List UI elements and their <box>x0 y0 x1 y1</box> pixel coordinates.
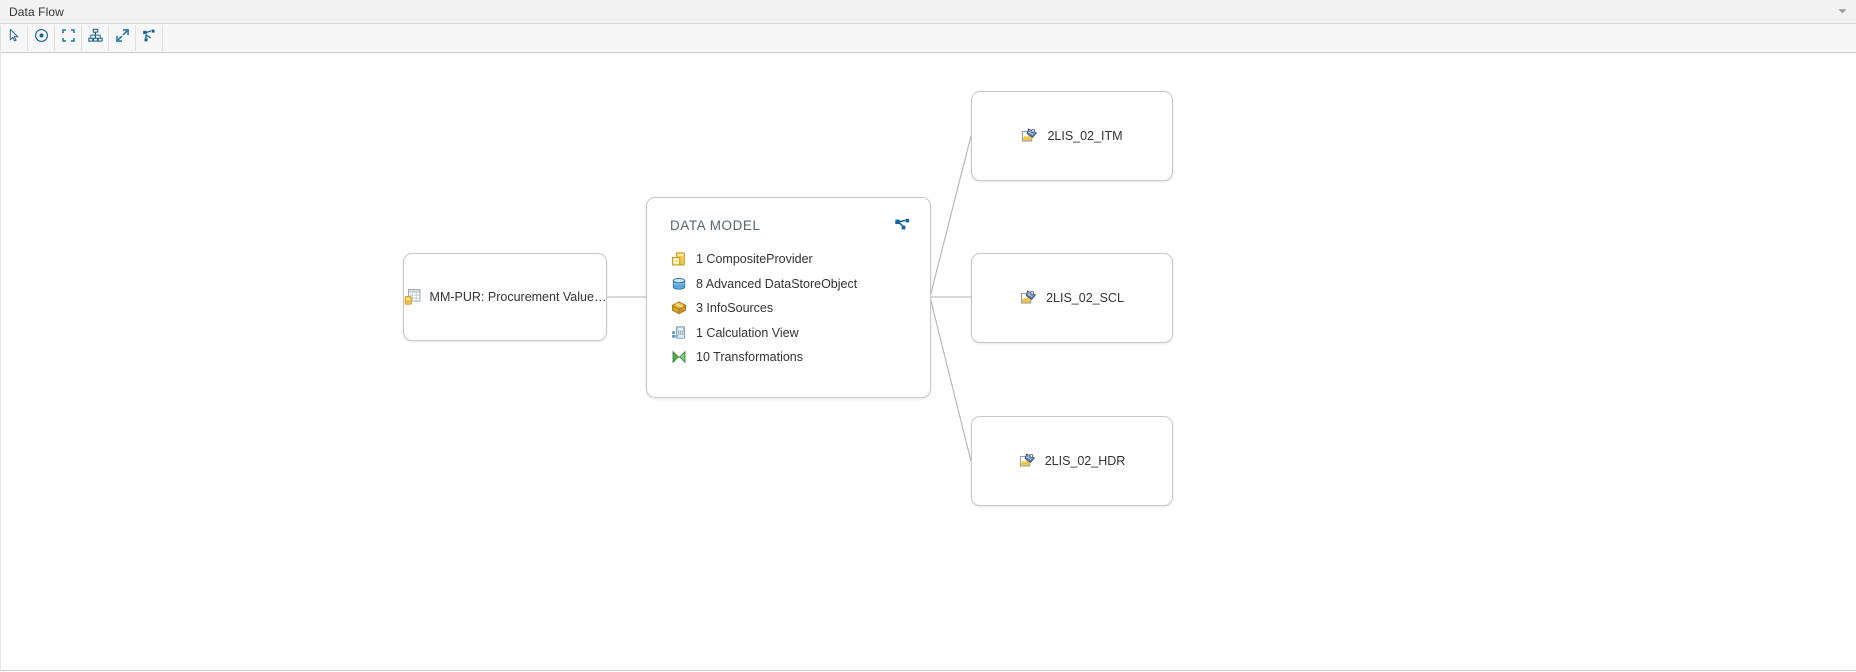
node-mm-pur-source[interactable]: MM-PUR: Procurement Value… <box>403 253 607 341</box>
node-2lis-02-scl[interactable]: 2LIS_02_SCL <box>971 253 1173 343</box>
datasource-icon <box>1019 452 1037 470</box>
infoprovider-table-icon <box>404 288 422 306</box>
hierarchy-tree-icon <box>87 28 103 48</box>
target-dot-icon <box>34 28 49 48</box>
group-header: DATA MODEL <box>670 217 912 233</box>
fit-to-screen-tool-button[interactable] <box>55 25 82 51</box>
diagram-canvas[interactable]: MM-PUR: Procurement Value… DATA MODEL <box>0 53 1856 671</box>
transformation-bowtie-icon <box>671 349 687 365</box>
window-title: Data Flow <box>9 4 64 19</box>
node-label: MM-PUR: Procurement Value… <box>429 290 607 304</box>
composite-provider-icon <box>671 251 687 267</box>
select-tool-button[interactable] <box>0 25 28 51</box>
datasource-icon <box>1021 127 1039 145</box>
node-content: MM-PUR: Procurement Value… <box>404 254 606 340</box>
list-item-calculation-view[interactable]: 1 Calculation View <box>671 321 916 346</box>
data-model-item-list: 1 CompositeProvider 8 Advanced DataStore… <box>671 247 916 370</box>
window-titlebar: Data Flow <box>0 0 1856 24</box>
node-data-model-group[interactable]: DATA MODEL <box>646 197 931 398</box>
data-flow-icon <box>142 28 157 48</box>
node-2lis-02-itm[interactable]: 2LIS_02_ITM <box>971 91 1173 181</box>
list-item-label: 3 InfoSources <box>696 301 774 316</box>
node-label: 2LIS_02_HDR <box>1044 454 1126 468</box>
infosource-box-icon <box>671 300 687 316</box>
node-label: 2LIS_02_ITM <box>1047 129 1123 143</box>
calculation-view-icon <box>671 325 687 341</box>
list-item-transformations[interactable]: 10 Transformations <box>671 345 916 370</box>
list-item-advanced-datastore-object[interactable]: 8 Advanced DataStoreObject <box>671 272 916 297</box>
node-2lis-02-hdr[interactable]: 2LIS_02_HDR <box>971 416 1173 506</box>
fit-brackets-icon <box>61 28 76 48</box>
list-item-label: 1 Calculation View <box>696 325 799 340</box>
hierarchy-tool-button[interactable] <box>82 25 109 51</box>
list-item-label: 1 CompositeProvider <box>696 252 813 267</box>
datastore-cylinder-icon <box>671 276 687 292</box>
list-item-label: 8 Advanced DataStoreObject <box>696 276 858 291</box>
data-flow-icon[interactable] <box>894 217 912 233</box>
datasource-icon <box>1020 289 1038 307</box>
diagram-toolbar <box>0 24 1856 53</box>
node-content: 2LIS_02_HDR <box>972 417 1172 505</box>
list-item-label: 10 Transformations <box>696 350 803 365</box>
node-content: 2LIS_02_ITM <box>972 92 1172 180</box>
edge-model-to-hdr <box>929 296 972 462</box>
group-title: DATA MODEL <box>670 217 761 233</box>
data-flow-tool-button[interactable] <box>136 25 163 51</box>
titlebar-actions <box>1835 5 1849 19</box>
zoom-center-tool-button[interactable] <box>28 25 55 51</box>
list-item-composite-provider[interactable]: 1 CompositeProvider <box>671 247 916 272</box>
expand-all-tool-button[interactable] <box>109 25 136 51</box>
list-item-infosources[interactable]: 3 InfoSources <box>671 296 916 321</box>
cursor-arrow-icon <box>7 28 22 48</box>
node-content: 2LIS_02_SCL <box>972 254 1172 342</box>
chevron-down-icon[interactable] <box>1835 5 1849 19</box>
edge-model-to-itm <box>929 135 972 298</box>
node-label: 2LIS_02_SCL <box>1046 291 1124 305</box>
expand-arrows-icon <box>115 28 130 48</box>
